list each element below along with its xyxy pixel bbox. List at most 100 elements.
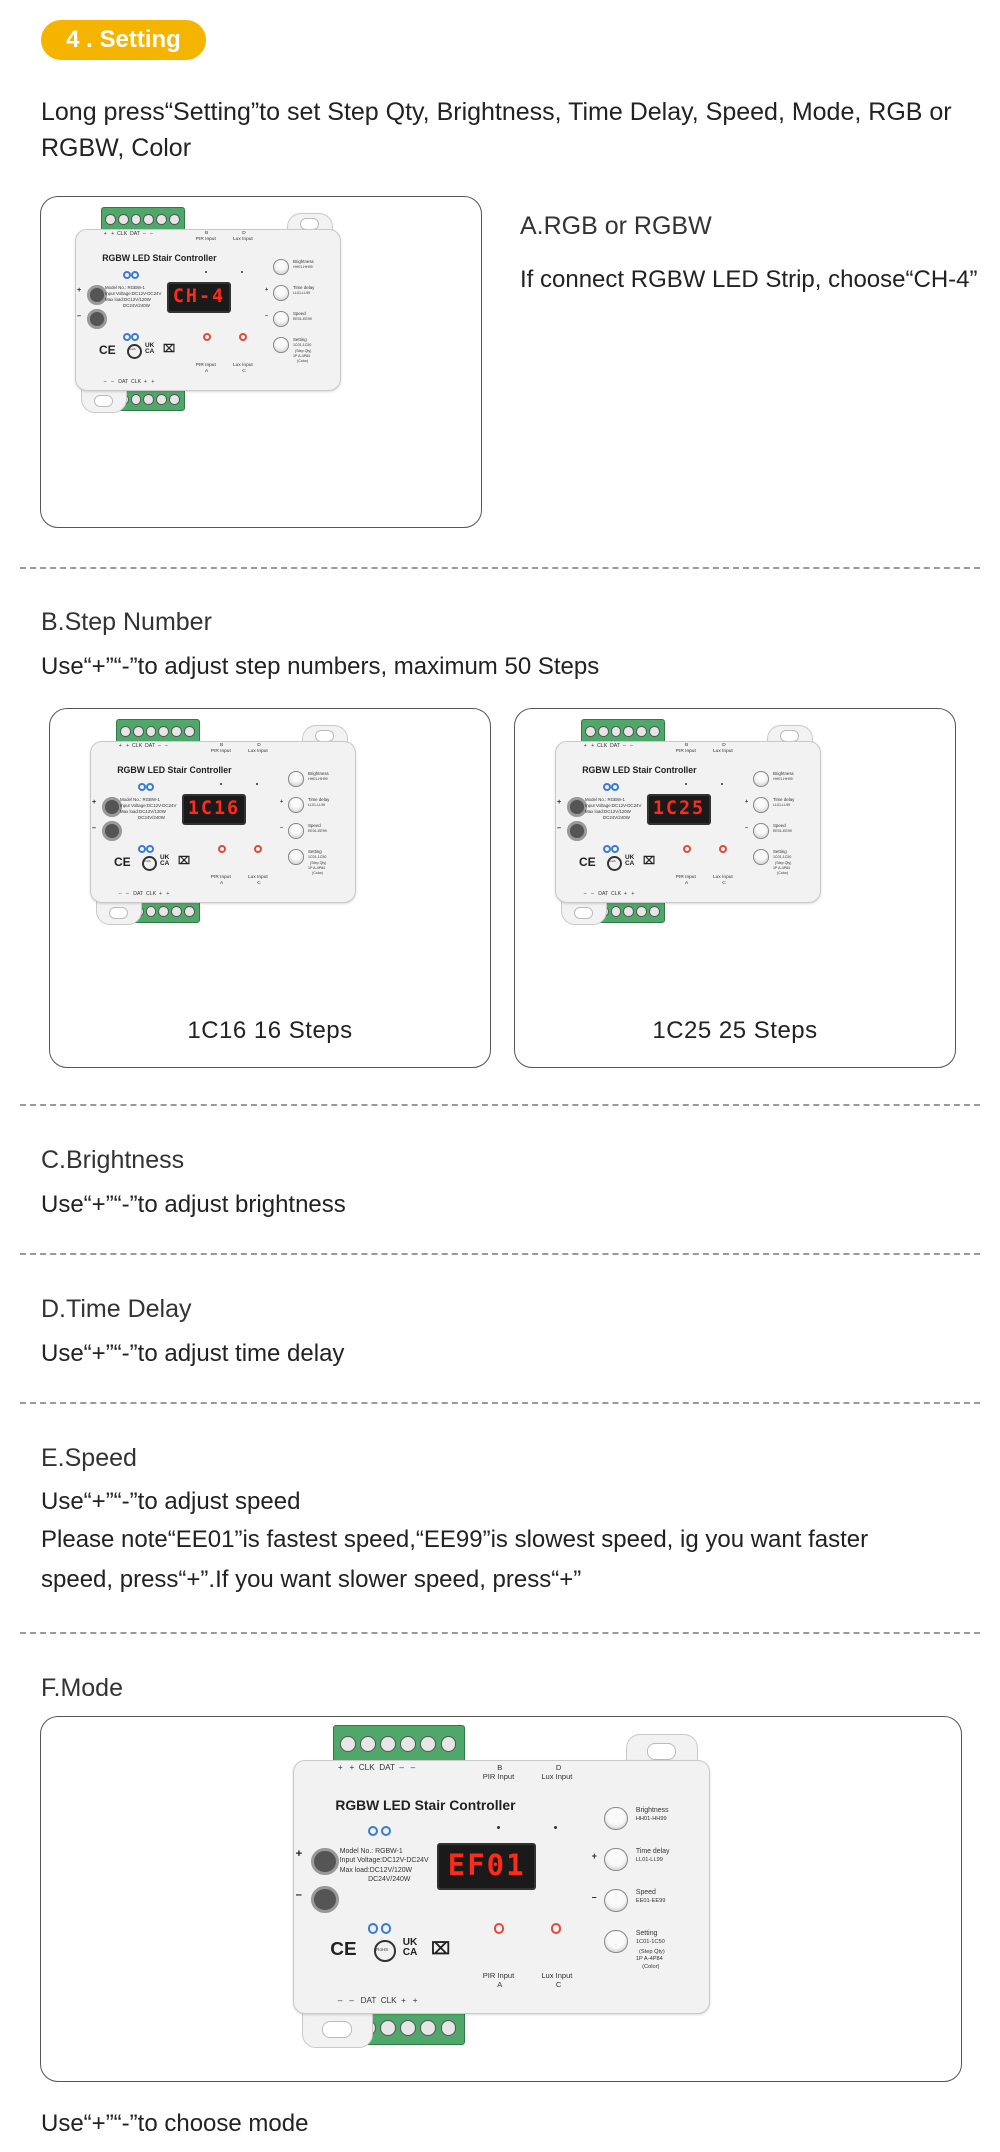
red-led xyxy=(239,333,247,341)
lux-c-label: Lux Input xyxy=(713,875,733,880)
brightness-button-range: HH01-HH99 xyxy=(293,265,313,269)
brightness-button-range: HH01-HH99 xyxy=(773,777,793,781)
pir-a-label: PIR Input xyxy=(210,875,231,880)
red-led xyxy=(494,1923,505,1934)
blue-led xyxy=(146,783,154,791)
ukca-mark-top: UK xyxy=(145,341,155,349)
section-b-text: Use“+”“-”to adjust step numbers, maximum… xyxy=(41,653,600,680)
setting-button-label: Setting xyxy=(773,849,787,854)
ukca-mark-top: UK xyxy=(160,853,170,861)
time-delay-button-range: LL01-LL99 xyxy=(635,1857,663,1864)
device-card-b-right: RGBW LED Stair Controller+ + CLK DAT – –… xyxy=(514,708,956,1068)
pir-a-letter: A xyxy=(497,1980,503,1990)
pir-a-label: PIR Input xyxy=(675,875,696,880)
section-f-heading: F.Mode xyxy=(41,1674,123,1702)
terminal-labels-top: + + CLK DAT – – xyxy=(583,743,633,749)
section-e-text-3: speed, press“+”.If you want slower speed… xyxy=(41,1566,582,1593)
speed-button-label: Speed xyxy=(293,311,306,316)
brightness-button-range: HH01-HH99 xyxy=(635,1816,667,1823)
controller-illustration-b-left: RGBW LED Stair Controller+ + CLK DAT – –… xyxy=(70,719,374,927)
setting-range-color-label: (Color) xyxy=(642,1963,660,1970)
rohs-text: RoHS xyxy=(608,858,616,863)
lux-c-letter: C xyxy=(555,1980,562,1990)
indicator-dot xyxy=(241,271,243,273)
terminal-screw xyxy=(145,726,157,737)
terminal-screw xyxy=(169,214,180,225)
device-card-a: RGBW LED Stair Controller + + CLK DAT – –… xyxy=(40,196,482,528)
divider xyxy=(20,1632,980,1634)
max-load: Max load:DC12V/120W xyxy=(105,297,151,302)
terminal-labels-top: + + CLK DAT – – xyxy=(103,231,153,237)
terminal-screw xyxy=(359,1736,376,1753)
minus-sign: – xyxy=(295,1888,302,1901)
time-delay-button-label: Time delay xyxy=(773,797,795,802)
divider xyxy=(20,1253,980,1255)
terminal-screw xyxy=(585,726,596,737)
brightness-button-label: Brightness xyxy=(308,771,329,776)
setting-range-color: 1P A-4P84 xyxy=(308,865,326,870)
indicator-dot xyxy=(721,783,723,785)
brightness-button xyxy=(753,771,769,787)
setting-range-color: 1P A-4P84 xyxy=(635,1956,663,1963)
input-voltage: Input Voltage:DC12V-DC24V xyxy=(120,803,177,808)
ukca-mark-top: UK xyxy=(402,1937,418,1949)
time-delay-button-label: Time delay xyxy=(308,797,330,802)
time-delay-button-range: LL01-LL99 xyxy=(773,803,791,807)
pir-b-label: PIR Input xyxy=(482,1772,515,1782)
terminal-screw xyxy=(440,1736,457,1753)
ukca-mark-bottom: CA xyxy=(145,348,155,356)
lux-d-letter: D xyxy=(242,231,246,236)
terminal-screw xyxy=(623,726,635,737)
red-led xyxy=(683,845,691,853)
terminal-screw xyxy=(420,1736,437,1753)
rohs-mark xyxy=(127,343,143,359)
plus-sign: + xyxy=(92,797,97,806)
setting-button xyxy=(288,849,304,865)
plus-sign: + xyxy=(745,799,749,805)
time-delay-button xyxy=(288,797,304,813)
terminal-screw xyxy=(636,906,647,917)
intro-text: Long press“Setting”to set Step Qty, Brig… xyxy=(41,98,952,162)
power-knob-minus xyxy=(311,1885,339,1914)
led-display: EF01 xyxy=(437,1843,536,1891)
time-delay-button xyxy=(753,797,769,813)
plus-sign: + xyxy=(295,1847,303,1860)
mounting-hole xyxy=(573,907,594,919)
brightness-button xyxy=(273,259,289,275)
device-title: RGBW LED Stair Controller xyxy=(102,253,217,263)
power-knob-minus xyxy=(567,821,587,841)
terminal-labels-bottom: – – DAT CLK + + xyxy=(103,379,155,385)
pir-b-label: PIR Input xyxy=(210,749,231,754)
minus-sign: – xyxy=(591,1891,597,1902)
plus-sign: + xyxy=(591,1851,597,1861)
ukca-mark-bottom: CA xyxy=(625,860,635,868)
time-delay-button xyxy=(273,285,289,301)
terminal-screw xyxy=(130,394,142,405)
terminal-screw xyxy=(171,726,182,737)
model-number: Model No.: RGBW-1 xyxy=(120,797,160,802)
section-a-text: If connect RGBW LED Strip, choose“CH-4” xyxy=(520,266,978,293)
divider xyxy=(20,1402,980,1404)
pir-b-letter: B xyxy=(497,1762,503,1772)
terminal-screw xyxy=(420,2019,437,2036)
brightness-button-label: Brightness xyxy=(635,1806,669,1814)
terminal-screw xyxy=(145,906,157,917)
ukca-mark-bottom: CA xyxy=(402,1947,418,1959)
terminal-screw xyxy=(649,726,660,737)
brightness-button xyxy=(288,771,304,787)
lux-d-label: Lux Input xyxy=(233,237,253,242)
max-load: Max load:DC12V/120W xyxy=(339,1866,413,1874)
minus-sign: – xyxy=(265,313,269,319)
speed-button xyxy=(288,823,304,839)
speed-button xyxy=(604,1888,628,1913)
minus-sign: – xyxy=(92,823,96,832)
indicator-dot xyxy=(497,1825,501,1829)
terminal-screw xyxy=(105,214,116,225)
weee-bin-icon: ⌧ xyxy=(431,1940,450,1959)
blue-led xyxy=(603,783,611,791)
speed-button-range: EE01-EE99 xyxy=(635,1898,666,1905)
caption-b-right: 1C25 25 Steps xyxy=(652,1017,818,1044)
terminal-screw xyxy=(184,726,195,737)
section-badge: 4 . Setting xyxy=(41,20,206,60)
mounting-hole xyxy=(646,1742,677,1760)
